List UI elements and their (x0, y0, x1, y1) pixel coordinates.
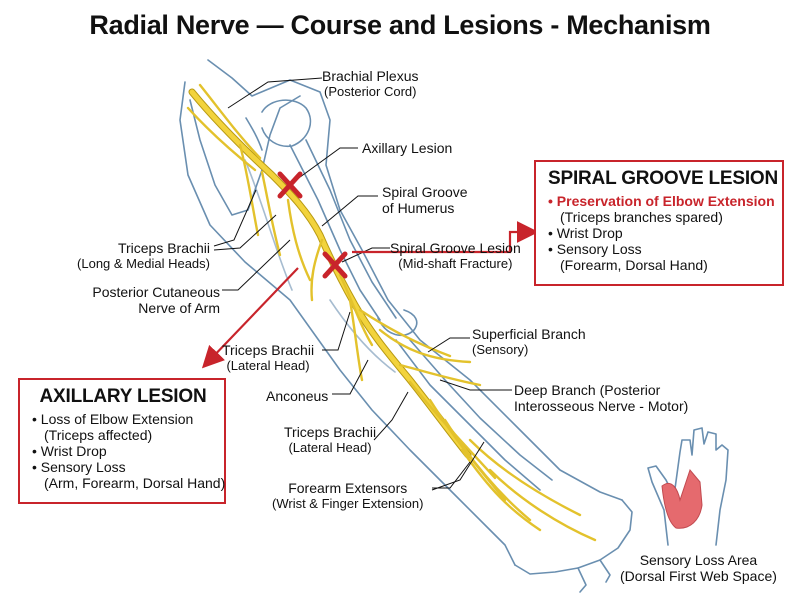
label-sensory-loss-area: Sensory Loss Area (Dorsal First Web Spac… (620, 552, 777, 584)
axillary-lesion-box: AXILLARY LESION Loss of Elbow Extension … (18, 378, 226, 504)
label-anconeus: Anconeus (266, 388, 329, 404)
label-forearm-extensors: Forearm Extensors (Wrist & Finger Extens… (272, 480, 424, 511)
axillary-box-title: AXILLARY LESION (39, 386, 207, 407)
spiral-box-title: SPIRAL GROOVE LESION (548, 168, 779, 189)
spiral-box-item: Sensory Loss (Forearm, Dorsal Hand) (548, 241, 772, 273)
arrow-down-left-icon (201, 267, 299, 369)
label-axillary-lesion: Axillary Lesion (362, 140, 453, 156)
page-title: Radial Nerve — Course and Lesions - Mech… (89, 10, 711, 40)
label-brachial-plexus: Brachial Plexus (Posterior Cord) (322, 68, 419, 99)
label-triceps-long-medial: Triceps Brachii (Long & Medial Heads) (77, 240, 210, 271)
leader-lines (213, 77, 512, 491)
label-spiral-groove-lesion: Spiral Groove Lesion (Mid-shaft Fracture… (390, 240, 521, 271)
lesion-x-icon (322, 251, 348, 279)
label-triceps-lateral-2: Triceps Brachii (Lateral Head) (284, 424, 377, 455)
spiral-groove-lesion-box: SPIRAL GROOVE LESION Preservation of Elb… (534, 160, 784, 286)
arm-outline (179, 59, 633, 593)
axillary-box-item: Sensory Loss (Arm, Forearm, Dorsal Hand) (32, 459, 225, 491)
arrow-right-icon (352, 221, 539, 254)
label-deep-branch: Deep Branch (Posterior Interosseous Nerv… (514, 382, 689, 414)
lesion-arrows (201, 221, 539, 369)
axillary-box-item: Loss of Elbow Extension (Triceps affecte… (32, 411, 214, 443)
spiral-box-item: Preservation of Elbow Extension (Triceps… (548, 193, 775, 225)
label-posterior-cutaneous: Posterior Cutaneous Nerve of Arm (92, 284, 220, 316)
label-superficial-branch: Superficial Branch (Sensory) (472, 326, 586, 357)
label-triceps-lateral-1: Triceps Brachii (Lateral Head) (222, 342, 315, 373)
label-spiral-groove: Spiral Groove of Humerus (382, 184, 468, 216)
hand-inset (647, 427, 729, 546)
spiral-box-item: Wrist Drop (548, 225, 772, 241)
axillary-box-item: Wrist Drop (32, 443, 214, 459)
lesion-x-icon (277, 171, 303, 199)
sensory-loss-area (661, 468, 703, 529)
